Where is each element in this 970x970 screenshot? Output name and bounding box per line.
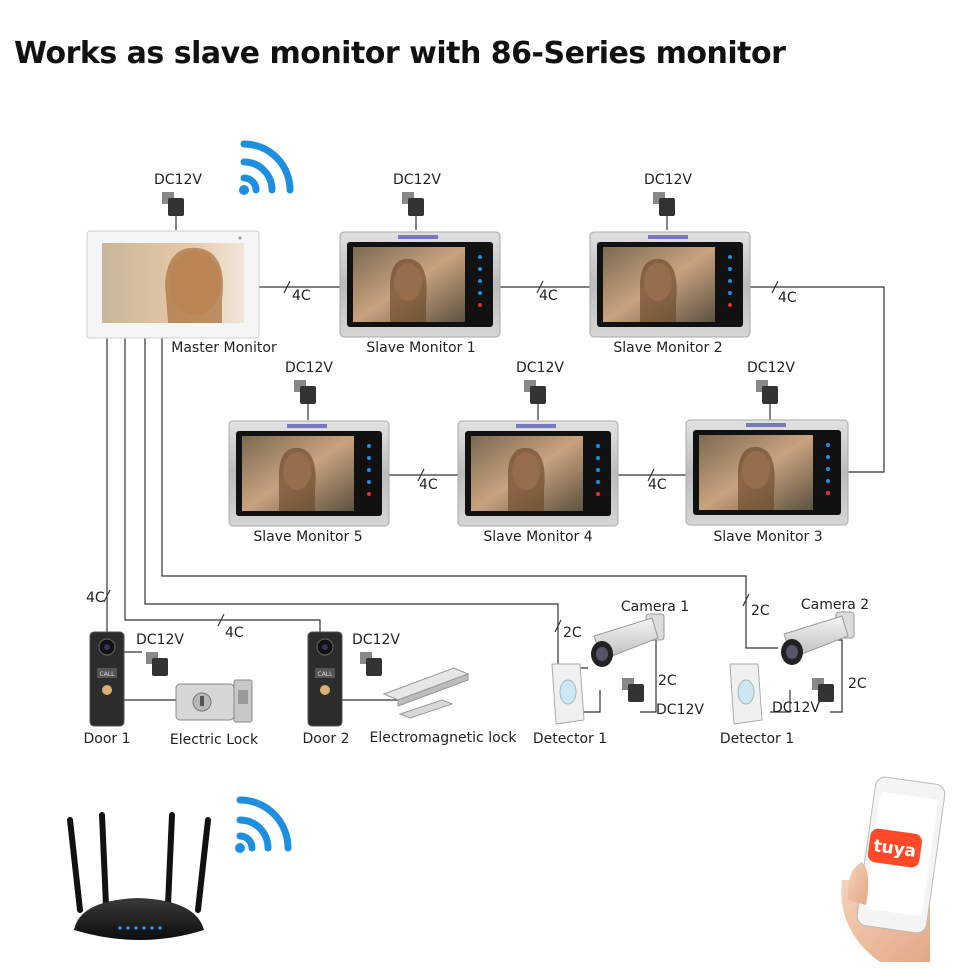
wire-master-camera2 [161,338,778,649]
slave-monitor-1 [339,231,501,338]
camera-2-label: Camera 2 [801,597,869,613]
door-2-label: Door 2 [302,731,349,747]
slave-monitor-1-label: Slave Monitor 1 [366,340,475,356]
master-monitor-label: Master Monitor [171,340,277,356]
power-adapter-icon [146,192,834,702]
wire-4c-label: 4C [86,590,105,606]
wire-master-camera1 [144,338,559,668]
wifi-icon [239,140,294,195]
wire-2c-label: 2C [658,673,677,689]
electromagnetic-lock-icon [382,667,470,719]
detector-1-label: Detector 1 [533,731,607,747]
camera-1-label: Camera 1 [621,599,689,615]
door-1-label: Door 1 [83,731,130,747]
detector-1-icon [551,663,585,725]
dc12v-label: DC12V [393,172,441,188]
dc12v-label: DC12V [747,360,795,376]
wire-master-door2 [124,338,321,637]
electric-lock-icon [175,679,253,723]
dc12v-label: DC12V [644,172,692,188]
slave-monitor-2 [589,231,751,338]
wire-2c-label: 2C [848,676,867,692]
slave-monitor-4-label: Slave Monitor 4 [483,529,592,545]
detector-2-label: Detector 1 [720,731,794,747]
wire-4c-label: 4C [648,477,667,493]
wire-4c-label: 4C [292,288,311,304]
call-label: CALL [318,671,334,678]
wire-4c-label: 4C [539,288,558,304]
call-label: CALL [100,671,116,678]
smartphone-icon: tuya [841,776,946,962]
dc12v-label: DC12V [516,360,564,376]
doorbell-2: CALL [307,631,343,727]
electric-lock-label: Electric Lock [170,732,259,748]
wire-2c-label: 2C [751,603,770,619]
wire-slave2-slave3 [750,286,885,473]
slave-monitor-3 [685,419,849,526]
dc12v-label: DC12V [352,632,400,648]
tuya-logo: tuya [867,828,922,868]
slave-monitor-2-label: Slave Monitor 2 [613,340,722,356]
camera-2-icon [781,611,855,665]
dc12v-label: DC12V [154,172,202,188]
slave-monitor-4 [457,420,619,527]
dc12v-label: DC12V [656,702,704,718]
device-labels: Master Monitor Slave Monitor 1 Slave Mon… [83,340,869,748]
dc12v-label: DC12V [136,632,184,648]
master-monitor [86,230,260,339]
em-lock-label: Electromagnetic lock [370,730,518,746]
wire-4c-label: 4C [419,477,438,493]
doorbell-1: CALL [89,631,125,727]
page-title: Works as slave monitor with 86-Series mo… [14,36,786,71]
wifi-icon [235,796,292,853]
power-labels: DC12V DC12V DC12V DC12V DC12V DC12V DC12… [136,172,820,718]
slave-monitor-3-label: Slave Monitor 3 [713,529,822,545]
router-icon [67,812,211,940]
wire-4c-label: 4C [778,290,797,306]
detector-2-icon [729,663,763,725]
slave-monitor-5-label: Slave Monitor 5 [253,529,362,545]
wire-labels: 4C 4C 4C 4C 4C 4C 4C 2C 2C 2C 2C [86,288,867,692]
dc12v-label: DC12V [772,700,820,716]
dc12v-label: DC12V [285,360,333,376]
slave-monitor-5 [228,420,390,527]
camera-1-icon [591,613,665,667]
wire-2c-label: 2C [563,625,582,641]
wire-4c-label: 4C [225,625,244,641]
